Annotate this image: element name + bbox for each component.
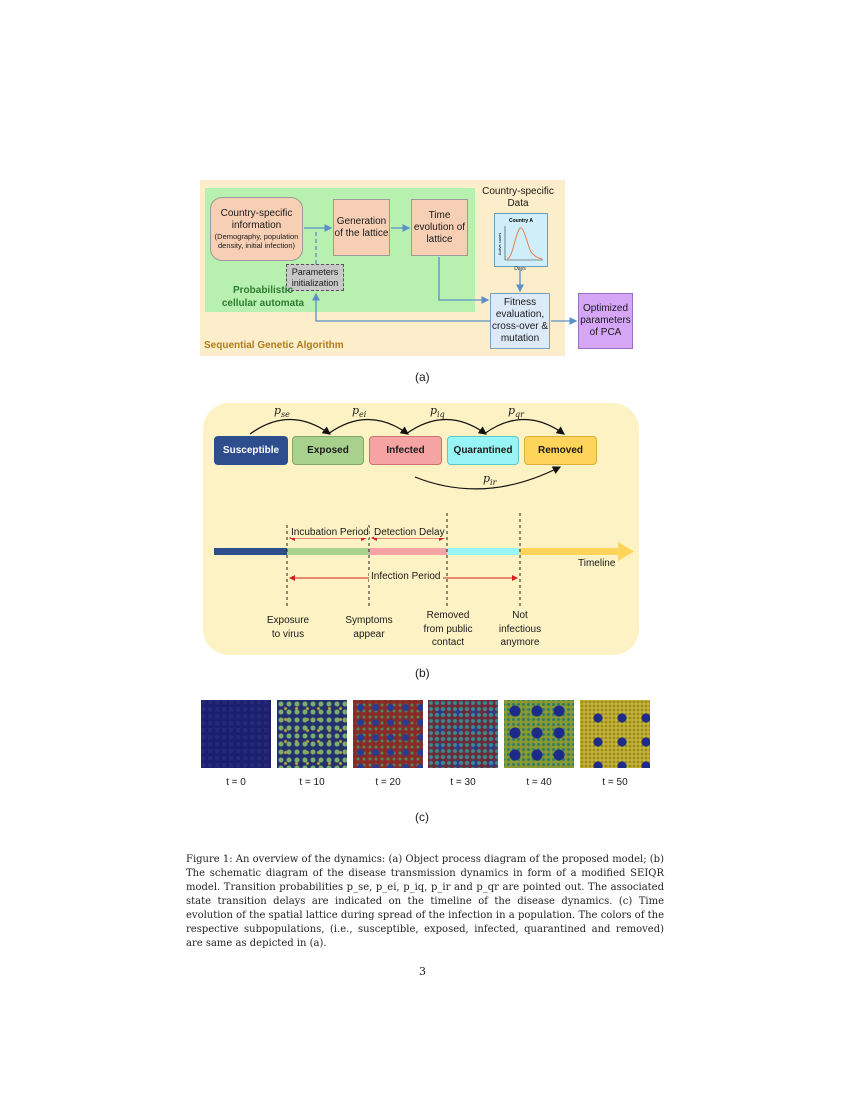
country-info-box: Country-specific information (Demography… — [210, 197, 303, 261]
state-infected: Infected — [369, 436, 442, 465]
time-label-10: t = 10 — [299, 777, 325, 788]
detection-label: Detection Delay — [374, 527, 445, 538]
params-init-box: Parameters initialization — [286, 264, 344, 291]
sga-label: Sequential Genetic Algorithm — [204, 340, 344, 351]
event-exposure: Exposure to virus — [266, 615, 310, 640]
time-evolution-label: Time evolution of lattice — [413, 209, 466, 245]
state-susceptible: Susceptible — [214, 436, 288, 465]
lattice-t0 — [201, 700, 271, 768]
time-label-20: t = 20 — [375, 777, 401, 788]
generation-box: Generation of the lattice — [333, 199, 390, 256]
lattice-t30 — [428, 700, 498, 768]
lattice-t50 — [580, 700, 650, 768]
generation-label: Generation of the lattice — [334, 215, 389, 239]
event-symptoms: Symptoms appear — [345, 615, 393, 640]
lattice-t10 — [277, 700, 347, 768]
time-label-0: t = 0 — [226, 777, 246, 788]
panel-b-arrows — [214, 418, 634, 606]
p-se-label: pse — [274, 404, 290, 420]
lattice-t20 — [353, 700, 423, 768]
country-info-title: Country-specific information — [220, 208, 293, 231]
time-evolution-box: Time evolution of lattice — [411, 199, 468, 256]
timeline-label: Timeline — [578, 558, 616, 569]
params-init-label: Parameters initialization — [291, 266, 339, 288]
mini-chart-title: Country A — [509, 218, 533, 224]
panel-c-label: (c) — [415, 810, 429, 824]
time-label-40: t = 40 — [526, 777, 552, 788]
mini-chart-svg: Country A Active cases — [497, 218, 543, 261]
state-removed: Removed — [524, 436, 597, 465]
lattice-t40 — [504, 700, 574, 768]
country-data-label: Country-specific Data — [482, 186, 554, 209]
p-iq-label: piq — [430, 404, 445, 420]
country-info-detail: (Demography, population density, initial… — [214, 232, 299, 250]
figure-caption: Figure 1: An overview of the dynamics: (… — [186, 854, 664, 949]
mini-chart: Country A Active cases — [494, 213, 548, 267]
optimized-box: Optimized parameters of PCA — [578, 293, 633, 349]
p-qr-label: pqr — [508, 404, 524, 420]
p-ei-label: pei — [352, 404, 367, 420]
panel-a-arrows — [304, 224, 578, 325]
panel-b-label: (b) — [415, 666, 430, 680]
mini-chart-ylabel: Active cases — [497, 233, 502, 255]
fitness-label: Fitness evaluation, cross-over & mutatio… — [491, 297, 549, 344]
fitness-box: Fitness evaluation, cross-over & mutatio… — [490, 293, 550, 349]
time-label-50: t = 50 — [602, 777, 628, 788]
mini-chart-curve — [506, 227, 543, 260]
pca-label: Probabilistic cellular automata — [221, 285, 305, 309]
panel-a-label: (a) — [415, 370, 430, 384]
event-removed: Removed from public contact — [423, 610, 473, 648]
state-exposed: Exposed — [292, 436, 364, 465]
state-quarantined: Quarantined — [447, 436, 519, 465]
optimized-label: Optimized parameters of PCA — [580, 303, 631, 338]
time-label-30: t = 30 — [450, 777, 476, 788]
event-not-infectious: Not infectious anymore — [498, 610, 542, 648]
infection-period-label: Infection Period — [369, 571, 443, 582]
page-number: 3 — [419, 965, 426, 978]
incubation-label: Incubation Period — [291, 527, 369, 538]
p-ir-label: pir — [483, 472, 497, 488]
